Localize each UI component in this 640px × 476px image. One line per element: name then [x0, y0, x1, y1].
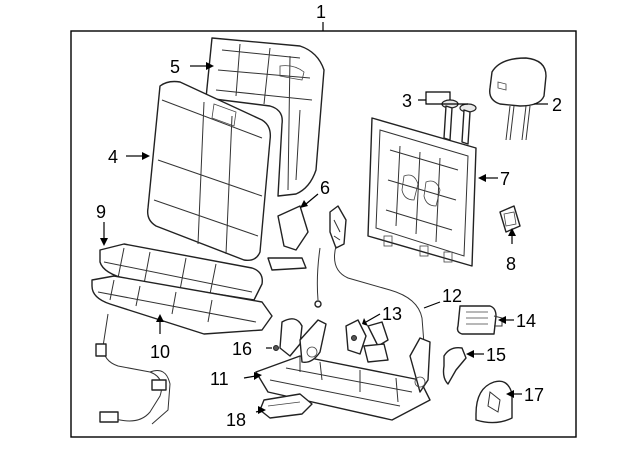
arrow-4 [142, 152, 150, 160]
leader-12 [423, 301, 441, 309]
callout-16: 16 [232, 339, 252, 359]
arrow-9 [100, 238, 108, 246]
part-4-seatback-cover [146, 80, 272, 262]
callout-3: 3 [402, 91, 412, 111]
arrow-5 [206, 62, 214, 70]
part-18-pad [259, 393, 313, 419]
callout-10: 10 [150, 342, 170, 362]
leader-6 [305, 193, 319, 205]
part-15-trim [442, 346, 467, 385]
leader-3 [418, 91, 468, 105]
part-2-headrest [489, 57, 547, 141]
callout-14: 14 [516, 311, 536, 331]
callout-1: 1 [316, 2, 326, 22]
arrow-15 [466, 350, 474, 358]
callout-5: 5 [170, 57, 180, 77]
part-9-seat-cushion [99, 243, 263, 301]
callout-18: 18 [226, 410, 246, 430]
arrow-6 [300, 200, 308, 208]
arrow-8 [508, 228, 516, 236]
callout-8: 8 [506, 254, 516, 274]
callout-6: 6 [320, 178, 330, 198]
part-13-latch-assembly [345, 319, 389, 363]
part-14-module [456, 305, 503, 335]
arrow-11 [254, 372, 262, 380]
arrow-10 [156, 314, 164, 322]
part-7-seatback-frame [367, 117, 477, 267]
part-3-headrest-guides [441, 99, 477, 145]
part-8-bracket [499, 205, 521, 233]
callout-11: 11 [210, 369, 229, 389]
arrow-14 [498, 316, 506, 324]
callout-17: 17 [524, 385, 544, 405]
callout-4: 4 [108, 147, 118, 167]
arrow-13 [362, 318, 368, 326]
arrow-18 [258, 406, 266, 414]
callout-2: 2 [552, 95, 562, 115]
callout-13: 13 [382, 304, 402, 324]
part-5-seatback-panel [205, 37, 325, 197]
part-12-release-cable [314, 245, 428, 352]
callout-7: 7 [500, 169, 510, 189]
leader-13 [365, 313, 381, 323]
callout-9: 9 [96, 202, 106, 222]
part-11-seat-track [255, 319, 431, 421]
callout-12: 12 [442, 286, 462, 306]
arrow-17 [506, 390, 514, 398]
wire-harness [95, 313, 171, 425]
part-17-end-cover [475, 380, 513, 424]
part-16-hinge-cover [273, 318, 303, 357]
callout-15: 15 [486, 345, 506, 365]
part-6-recliner-latch [267, 205, 347, 271]
part-10-seat-pan [91, 275, 273, 335]
arrow-7 [478, 174, 486, 182]
